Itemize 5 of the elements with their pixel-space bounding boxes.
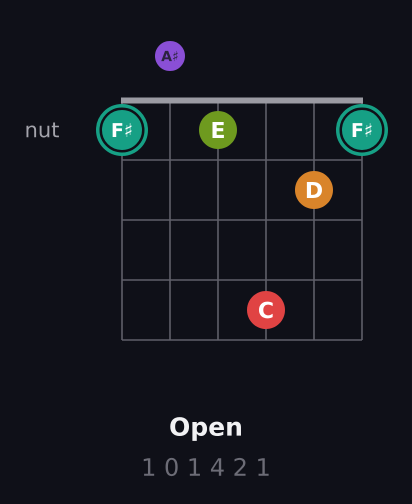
note-marker-ring: F♯ xyxy=(96,104,148,156)
note-marker-ring: F♯ xyxy=(336,104,388,156)
chord-title: Open xyxy=(170,417,241,441)
fret-label: nut xyxy=(26,122,59,138)
finger-numbers: 1 0 1 4 2 1 xyxy=(144,458,269,476)
